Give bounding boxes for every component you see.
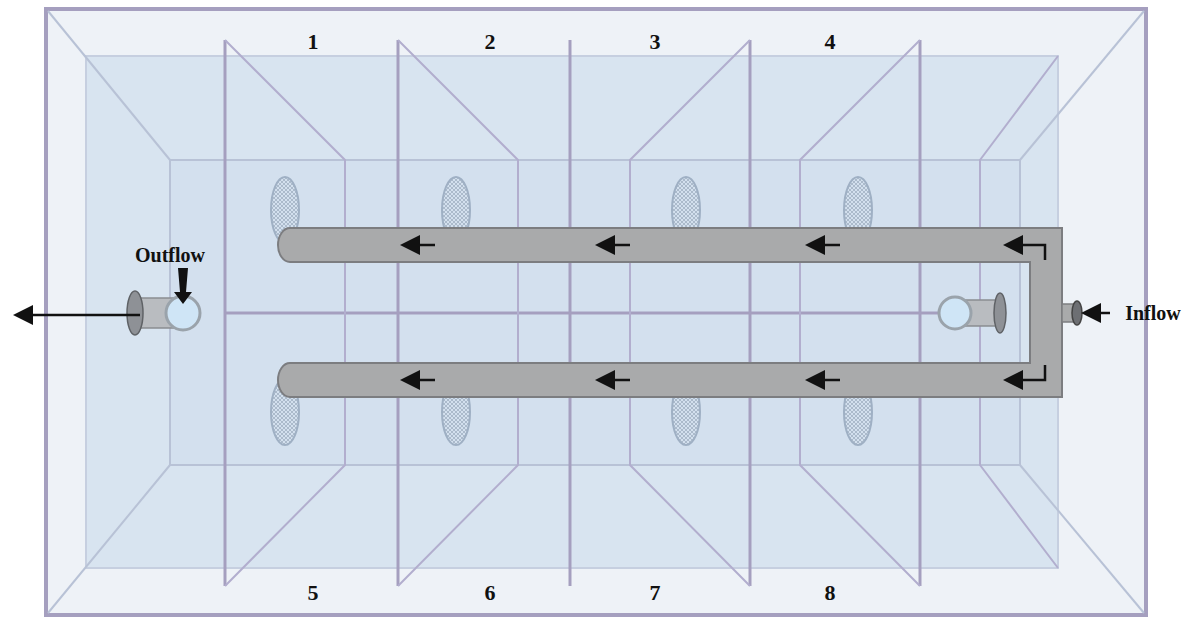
compartment-number: 5 (308, 582, 319, 604)
flow-label: Inflow (1125, 303, 1181, 323)
compartment-number: 7 (650, 582, 661, 604)
compartment-number: 4 (825, 31, 836, 53)
compartment-number: 1 (308, 31, 319, 53)
compartment-number: 6 (485, 582, 496, 604)
compartment-number: 2 (485, 31, 496, 53)
flow-label: Outflow (135, 245, 205, 265)
compartment-number: 3 (650, 31, 661, 53)
compartment-number: 8 (825, 582, 836, 604)
